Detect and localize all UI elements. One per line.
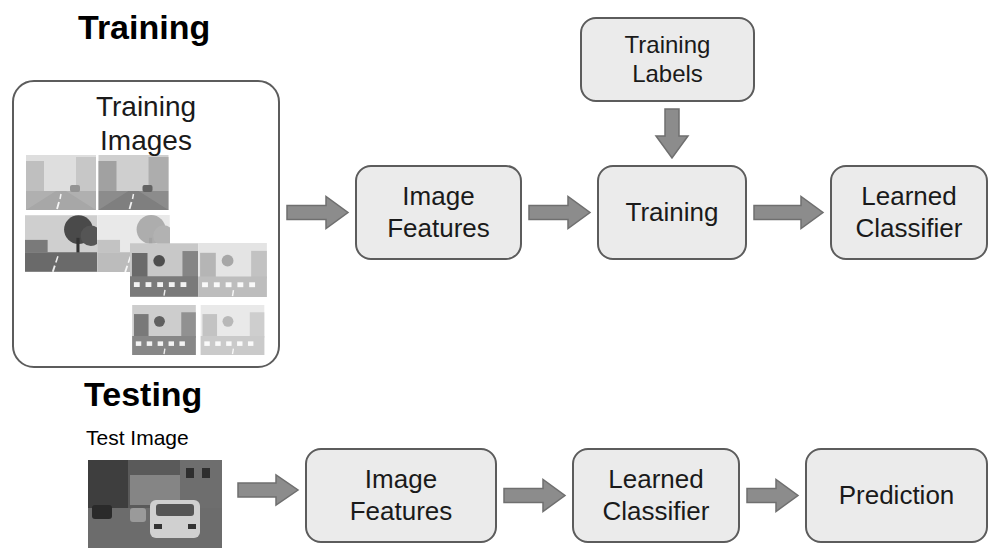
image-group-box: Training Images [12,80,280,368]
process-box: Image Features [355,165,522,260]
process-box: Prediction [805,448,988,543]
image-caption: Test Image [86,426,189,450]
process-box: Training [597,165,747,260]
process-box: Learned Classifier [572,448,740,543]
node-text: Learned Classifier [580,464,732,526]
block-arrow [747,480,798,512]
block-arrow [287,197,348,229]
node-text: Training Images [61,90,231,157]
node-text: Training Labels [588,31,747,89]
block-arrow [238,475,298,505]
node-text: Image Features [313,464,489,526]
process-box: Learned Classifier [830,165,988,260]
node-text: Training [626,197,719,228]
block-arrow [656,109,688,158]
block-arrow [504,480,565,512]
block-arrow [754,197,823,229]
block-arrow [529,197,590,229]
process-box: Image Features [305,448,497,543]
training-photo [25,155,267,355]
section-heading: Training [78,8,210,47]
process-box: Training Labels [580,17,755,102]
node-text: Prediction [839,480,955,511]
test-photo [88,460,222,548]
section-heading: Testing [84,375,202,414]
node-text: Learned Classifier [838,181,980,243]
node-text: Image Features [363,181,514,243]
